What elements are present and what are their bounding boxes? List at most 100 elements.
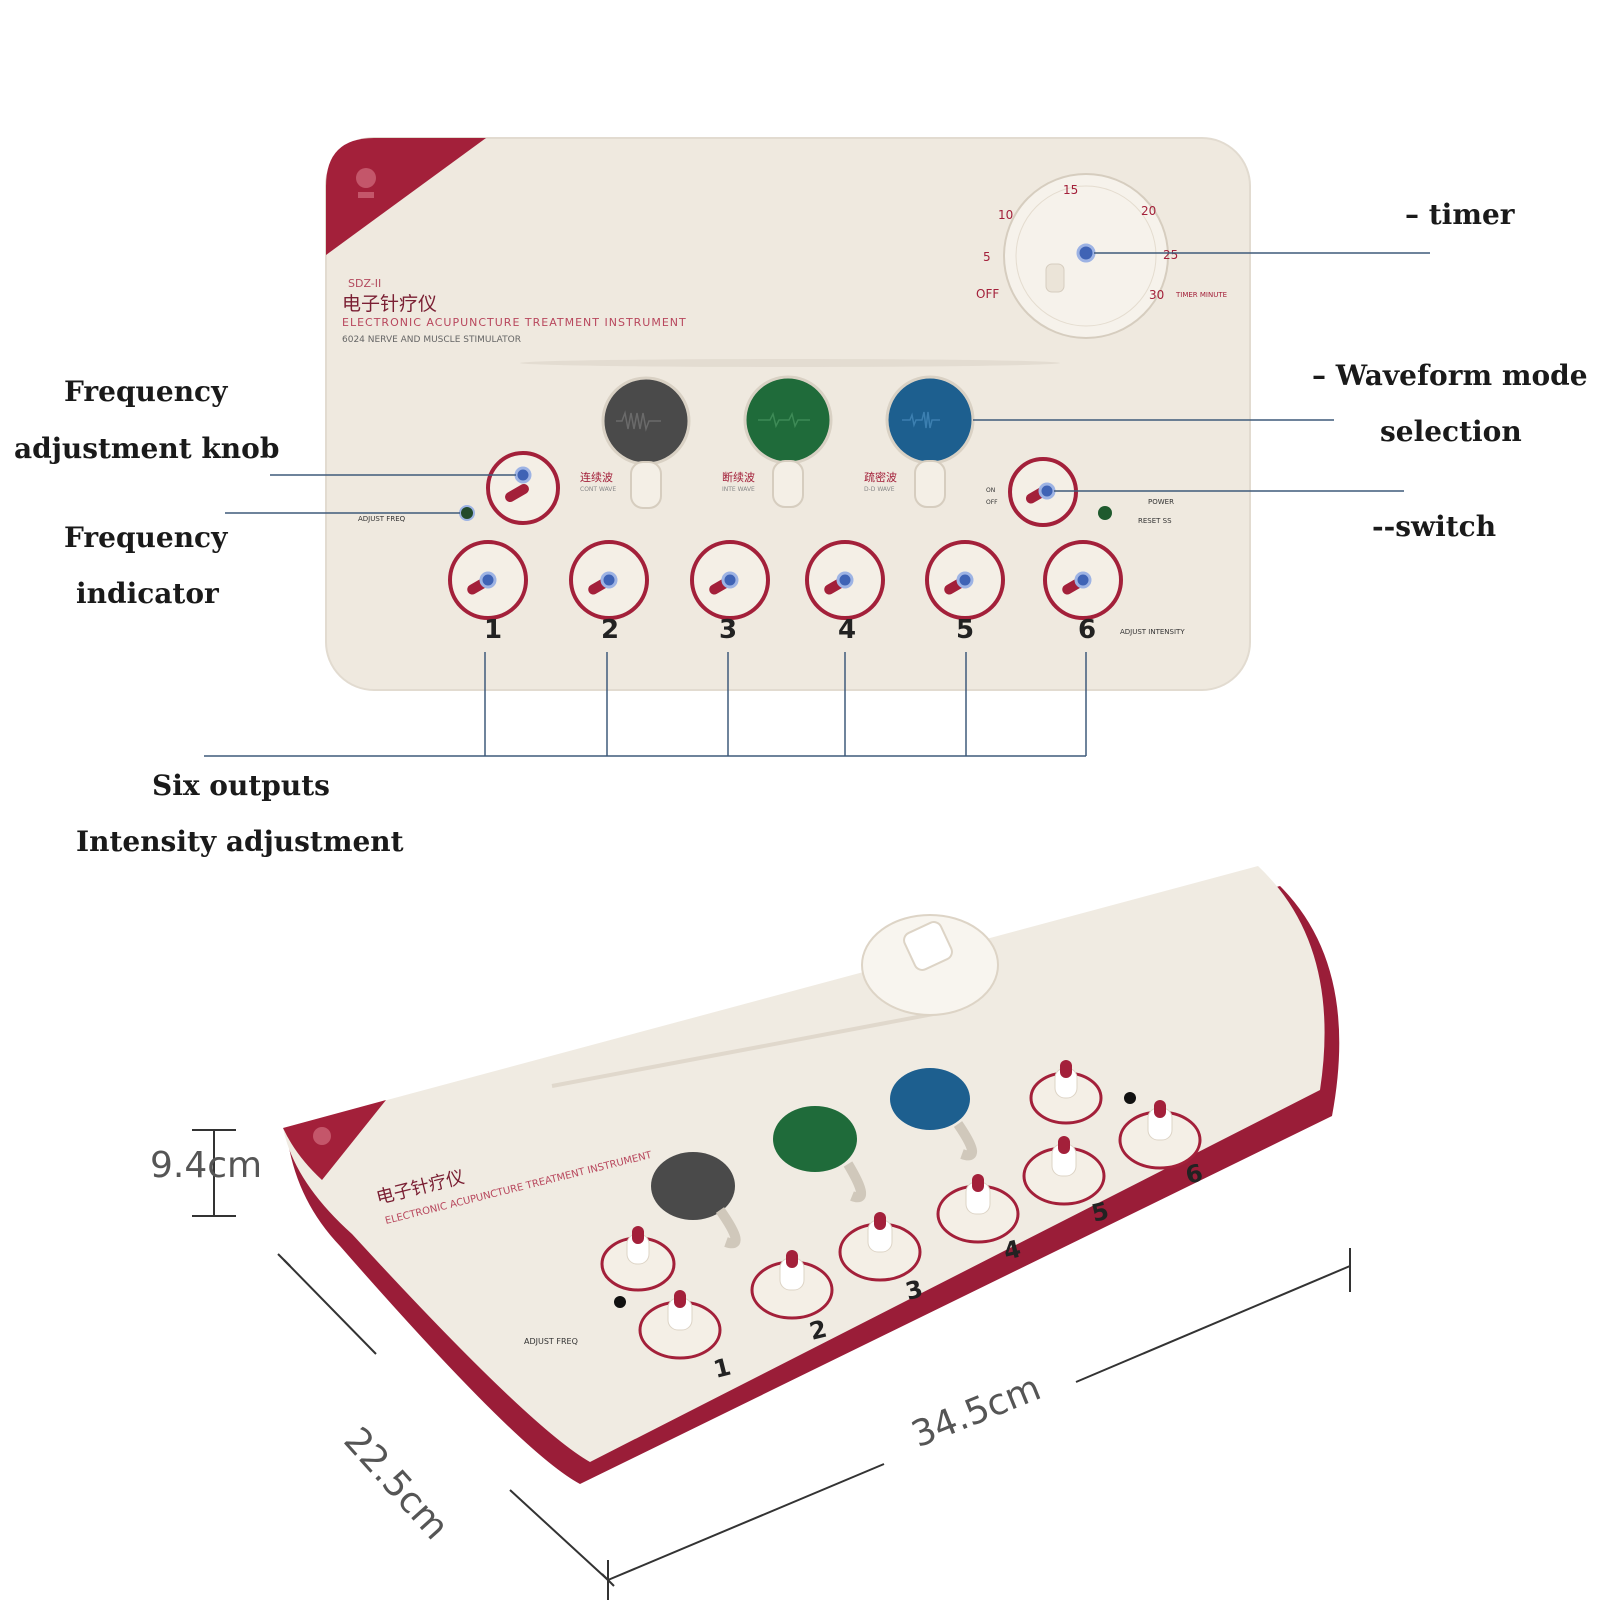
intensity-knob-1[interactable] [448, 540, 528, 620]
dense-sparse-wave-icon [902, 411, 940, 429]
waveform-button-inte[interactable] [743, 375, 833, 508]
device-perspective-view: 电子针疗仪 ELECTRONIC ACUPUNCTURE TREATMENT I… [283, 866, 1340, 1484]
timer-tick-20: 20 [1141, 204, 1156, 218]
intensity-knob-4[interactable] [805, 540, 885, 620]
power-switch-center-icon [1038, 482, 1056, 500]
depth-tick-top [277, 1253, 291, 1267]
callout-waveform-line1: – Waveform mode [1312, 359, 1588, 392]
intensity-knob-3d-4[interactable] [936, 1174, 1020, 1244]
power-led-3d [1124, 1092, 1136, 1104]
waveform-label-cn-cont: 连续波 [580, 470, 613, 484]
output-number-4: 4 [838, 615, 856, 645]
power-switch-3d[interactable] [1029, 1060, 1103, 1125]
intensity-knob-6[interactable] [1043, 540, 1123, 620]
callout-switch: --switch [1372, 510, 1497, 543]
waveform-button-3d-inte[interactable] [773, 1106, 866, 1203]
intensity-knob-1-center-icon [479, 571, 497, 589]
output-number-3d-3: 3 [903, 1275, 926, 1306]
intermittent-wave-icon [758, 411, 810, 429]
depth-dimension-line-b [509, 1489, 609, 1581]
intensity-knob-3d-1[interactable] [638, 1290, 722, 1360]
depth-dimension-line-a [283, 1259, 377, 1355]
waveform-label-en-cont: CONT WAVE [580, 486, 616, 493]
brand-logo-3d [313, 1127, 331, 1145]
power-off-label: OFF [986, 499, 998, 506]
output-number-3d-6: 6 [1183, 1159, 1206, 1190]
output-number-3d-2: 2 [807, 1315, 830, 1346]
frequency-knob-center-icon [514, 466, 532, 484]
timer-tick-30: 30 [1149, 288, 1164, 302]
waveform-label-cn-dd: 疏密波 [864, 470, 897, 484]
power-label: POWER [1148, 498, 1174, 506]
timer-indicator-icon [1076, 243, 1096, 263]
timer-tick-10: 10 [998, 208, 1013, 222]
intensity-knob-5-center-icon [956, 571, 974, 589]
waveform-button-dd[interactable] [885, 375, 975, 508]
waveform-button-cont[interactable] [601, 376, 691, 509]
intensity-knob-3d-6[interactable] [1118, 1100, 1202, 1170]
adjust-intensity-label: ADJUST INTENSITY [1120, 628, 1185, 636]
intensity-knob-2[interactable] [569, 540, 649, 620]
frequency-knob[interactable] [486, 451, 560, 525]
callout-freq-ind-line1: Frequency [64, 521, 228, 554]
intensity-knob-6-center-icon [1074, 571, 1092, 589]
subtitle: 6024 NERVE AND MUSCLE STIMULATOR [342, 335, 521, 345]
timer-tick-15: 15 [1063, 183, 1078, 197]
reset-label: RESET SS [1138, 517, 1172, 525]
output-number-3d-4: 4 [1001, 1235, 1024, 1266]
callout-freq-knob-line2: adjustment knob [14, 432, 280, 465]
model-label: SDZ-II [348, 277, 381, 290]
callout-outputs-line1: Six outputs [152, 769, 330, 802]
panel-groove [520, 359, 1060, 367]
timer-tick-25: 25 [1163, 248, 1178, 262]
callout-freq-ind-line2: indicator [76, 577, 219, 610]
waveform-label-en-inte: INTE WAVE [722, 486, 755, 493]
timer-dial[interactable] [1003, 173, 1169, 339]
waveform-label-cn-inte: 断续波 [722, 470, 755, 484]
intensity-knob-3d-2[interactable] [750, 1250, 834, 1320]
waveform-button-3d-dd[interactable] [890, 1068, 977, 1161]
timer-tick-off: OFF [976, 287, 999, 301]
intensity-knob-2-center-icon [600, 571, 618, 589]
power-led [1098, 506, 1112, 520]
output-number-3d-5: 5 [1089, 1197, 1112, 1228]
callout-freq-knob-line1: Frequency [64, 375, 228, 408]
continuous-wave-icon [616, 410, 661, 432]
device-top-view: SDZ-II 电子针疗仪 ELECTRONIC ACUPUNCTURE TREA… [325, 137, 1251, 691]
callout-lines [204, 252, 1430, 757]
brand-corner [326, 138, 486, 255]
dimension-lines [192, 1129, 1351, 1600]
output-number-3d-1: 1 [711, 1353, 734, 1384]
frequency-indicator-led-3d [614, 1296, 626, 1308]
callout-timer: – timer [1405, 198, 1515, 231]
timer-dial-3d[interactable] [861, 914, 999, 1016]
adjust-freq-label-3d: ADJUST FREQ [524, 1337, 578, 1346]
title-cn: 电子针疗仪 [342, 293, 437, 315]
brand-corner-3d [283, 1100, 386, 1180]
dimension-height-label: 9.4cm [150, 1145, 263, 1186]
frequency-indicator-led [459, 505, 475, 521]
intensity-knob-3[interactable] [690, 540, 770, 620]
timer-tick-5: 5 [983, 250, 991, 264]
frequency-knob-3d[interactable] [600, 1226, 676, 1292]
title-en: ELECTRONIC ACUPUNCTURE TREATMENT INSTRUM… [342, 316, 687, 329]
intensity-knob-3d-5[interactable] [1022, 1136, 1106, 1206]
output-number-3: 3 [719, 615, 737, 645]
intensity-knob-3-center-icon [721, 571, 739, 589]
output-number-1: 1 [484, 615, 502, 645]
waveform-button-3d-cont[interactable] [651, 1152, 741, 1249]
width-dimension-line-b [1075, 1265, 1351, 1383]
timer-unit-label: TIMER MINUTE [1175, 291, 1227, 299]
adjust-freq-label: ADJUST FREQ [358, 515, 406, 523]
output-number-6: 6 [1078, 615, 1096, 645]
intensity-knob-3d-3[interactable] [838, 1212, 922, 1282]
power-switch[interactable] [1008, 457, 1078, 527]
output-number-5: 5 [956, 615, 974, 645]
callout-outputs-line2: Intensity adjustment [76, 825, 404, 858]
intensity-knob-5[interactable] [925, 540, 1005, 620]
width-dimension-line-a [607, 1463, 885, 1581]
output-number-2: 2 [601, 615, 619, 645]
panel-groove-3d [551, 1010, 945, 1088]
brand-logo [356, 168, 376, 198]
